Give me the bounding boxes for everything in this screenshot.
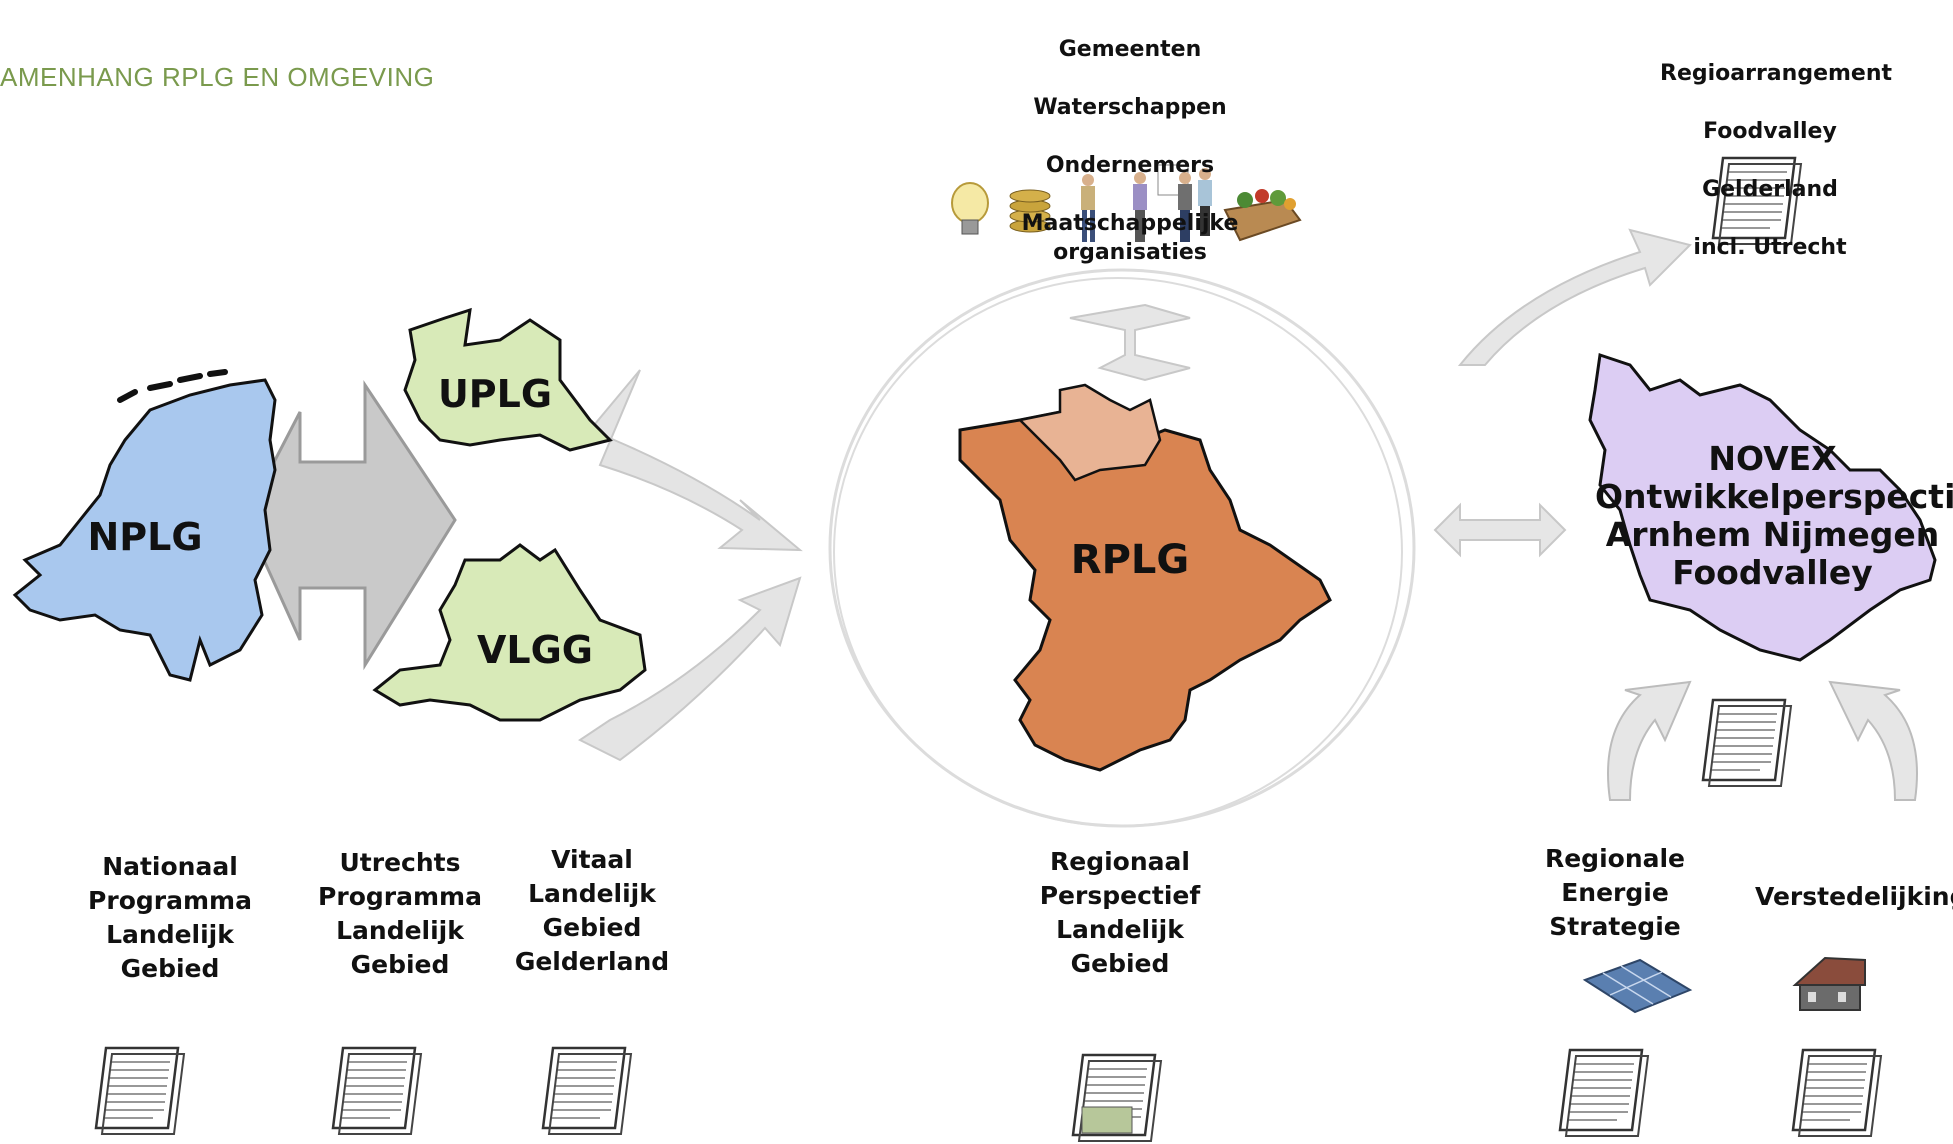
group-icon bbox=[1133, 164, 1212, 242]
nplg-double-arrow bbox=[243, 380, 457, 671]
uplg-to-rplg-arrow bbox=[588, 369, 803, 552]
stakeholder-gemeenten: Gemeenten bbox=[1058, 37, 1202, 62]
verstedelijking-to-novex-arrow bbox=[1828, 680, 1918, 801]
document-icon bbox=[1701, 698, 1793, 788]
stakeholder-maatschappelijke: Maatschappelijke organisaties bbox=[1021, 211, 1239, 265]
nplg-map bbox=[12, 378, 277, 682]
vlgg-label: VLGG bbox=[476, 628, 593, 672]
verstedelijking-document-label: Verstedelijking bbox=[1755, 882, 1953, 911]
regioarrangement-line-1: Regioarrangement bbox=[1660, 61, 1893, 86]
rplg-circle bbox=[828, 268, 1416, 828]
rplg-map bbox=[958, 410, 1332, 772]
nplg-label: NPLG bbox=[87, 515, 203, 559]
document-icon bbox=[331, 1046, 423, 1136]
document-icon bbox=[1071, 1053, 1163, 1143]
regioarrangement-label: Regioarrangement Foodvalley Gelderland i… bbox=[1660, 30, 1893, 291]
res-to-novex-arrow bbox=[1607, 680, 1692, 801]
novex-line-2: Ontwikkelperspectief bbox=[1595, 477, 1953, 516]
house-icon bbox=[1792, 956, 1866, 1011]
nplg-islands bbox=[117, 369, 228, 403]
novex-line-3: Arnhem Nijmegen bbox=[1605, 515, 1940, 554]
document-icon bbox=[1558, 1048, 1650, 1138]
coins-icon bbox=[1009, 189, 1051, 233]
vlgg-to-rplg-arrow bbox=[578, 576, 802, 762]
uplg-label: UPLG bbox=[437, 372, 553, 416]
solar-panel-icon bbox=[1582, 958, 1693, 1014]
nplg-document-label: Nationaal Programma Landelijk Gebied bbox=[88, 852, 252, 983]
rplg-document-label: Regionaal Perspectief Landelijk Gebied bbox=[1039, 847, 1201, 978]
document-icon bbox=[541, 1046, 633, 1136]
stakeholder-waterschappen: Waterschappen bbox=[1033, 95, 1227, 120]
rplg-novex-arrow bbox=[1433, 502, 1567, 558]
novex-regioarrangement-arrow bbox=[1457, 228, 1692, 366]
vegetable-crate-icon bbox=[1223, 189, 1302, 242]
stakeholder-ondernemers: Ondernemers bbox=[1045, 153, 1215, 178]
stakeholders-label: Gemeenten Waterschappen Ondernemers Maat… bbox=[970, 6, 1290, 296]
rplg-map-top bbox=[1017, 383, 1162, 482]
novex-line-4: Foodvalley bbox=[1672, 553, 1873, 592]
regioarrangement-line-4: incl. Utrecht bbox=[1693, 235, 1847, 260]
novex-label: NOVEX Ontwikkelperspectief Arnhem Nijmeg… bbox=[1595, 439, 1953, 592]
stakeholders-rplg-arrow bbox=[1069, 303, 1191, 382]
regioarrangement-line-2: Foodvalley bbox=[1703, 119, 1837, 144]
uplg-map bbox=[403, 307, 613, 452]
lightbulb-icon bbox=[951, 182, 989, 235]
novex-map bbox=[1588, 353, 1937, 662]
vlgg-document-label: Vitaal Landelijk Gebied Gelderland bbox=[514, 845, 670, 976]
regioarrangement-line-3: Gelderland bbox=[1702, 177, 1838, 202]
document-icon bbox=[94, 1046, 186, 1136]
page-heading: AMENHANG RPLG EN OMGEVING bbox=[0, 62, 435, 92]
vlgg-map bbox=[372, 543, 647, 722]
document-icon bbox=[1791, 1048, 1883, 1138]
novex-title: NOVEX bbox=[1708, 439, 1837, 478]
uplg-document-label: Utrechts Programma Landelijk Gebied bbox=[318, 848, 482, 979]
res-document-label: Regionale Energie Strategie bbox=[1544, 844, 1686, 941]
person-icon bbox=[1081, 174, 1095, 242]
rplg-label: RPLG bbox=[1070, 537, 1190, 583]
